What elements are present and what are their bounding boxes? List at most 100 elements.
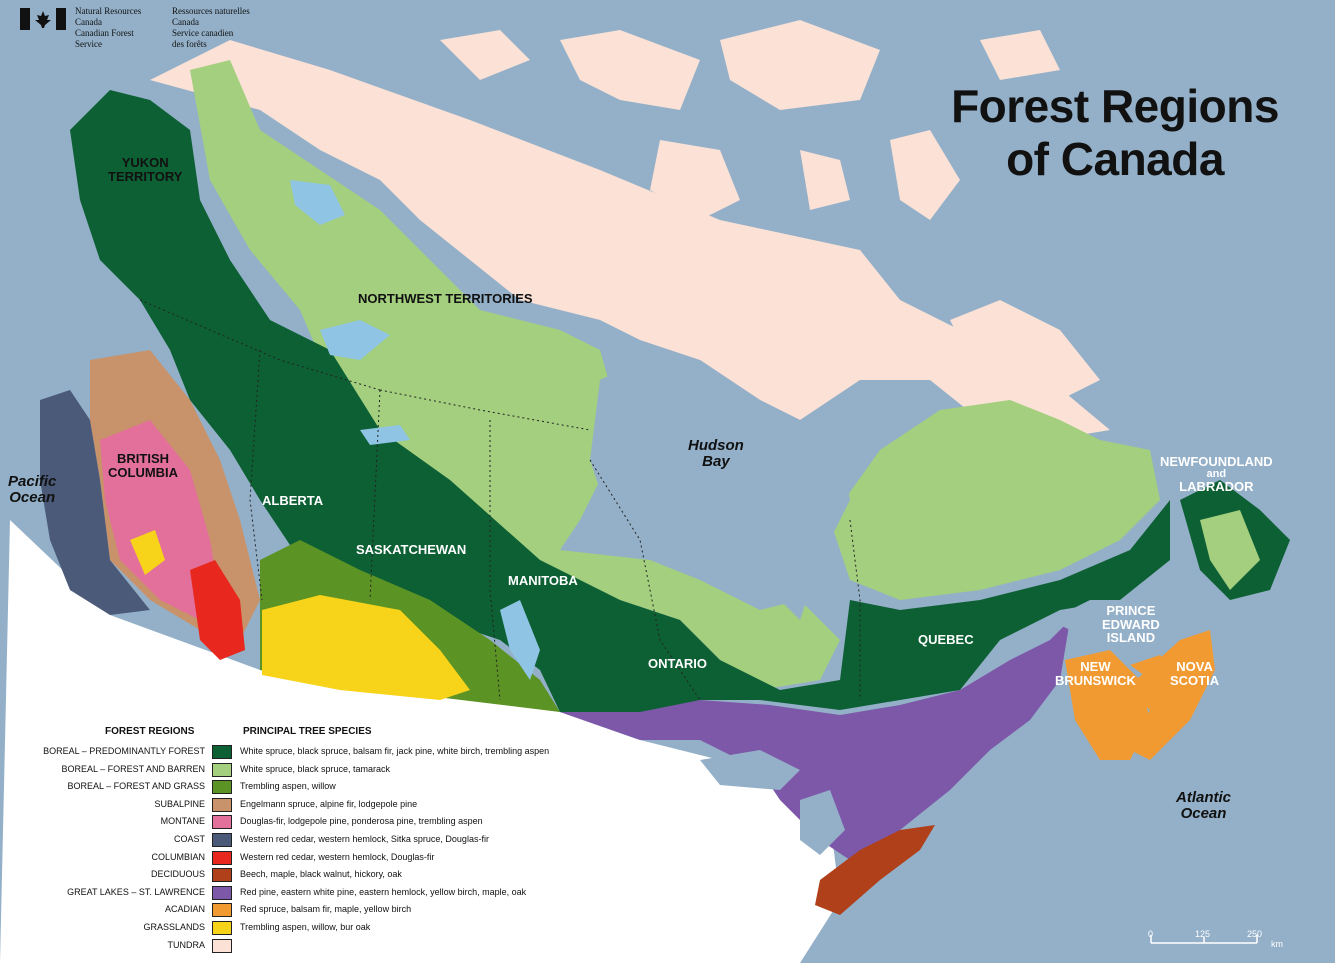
lake-huron: [800, 790, 845, 855]
label-line: NEW: [1080, 659, 1111, 674]
label-hudson-bay: Hudson Bay: [688, 438, 744, 470]
legend-swatch: [212, 762, 232, 777]
scale-bar-graphic: [1150, 935, 1258, 944]
legend-swatch: [212, 885, 232, 900]
map-title: Forest Regions of Canada: [930, 80, 1300, 186]
label-line: COLUMBIA: [108, 464, 179, 480]
legend-species: Trembling aspen, willow, bur oak: [240, 922, 371, 932]
legend-species: Red pine, eastern white pine, eastern he…: [240, 886, 527, 897]
label-line: Ocean: [9, 488, 56, 506]
label-line: Hudson: [688, 437, 744, 454]
legend-row: TUNDRA: [0, 938, 620, 955]
great-bear-lake: [290, 180, 345, 225]
arctic-island: [980, 30, 1060, 80]
agency-en-line: Canadian Forest: [75, 28, 134, 38]
legend-row: ACADIAN Red spruce, balsam fir, maple, ye…: [0, 902, 620, 919]
agency-en-line: Natural Resources: [75, 6, 142, 16]
label-line: NOVA: [1176, 659, 1213, 674]
legend-region-name: MONTANE: [160, 816, 205, 827]
map-legend: FOREST REGIONS PRINCIPAL TREE SPECIES BO…: [0, 722, 620, 962]
label-quebec: QUEBEC: [918, 632, 974, 647]
legend-species: Douglas-fir, lodgepole pine, ponderosa p…: [240, 816, 483, 827]
label-line: Pacific: [8, 473, 57, 490]
label-line: BRUNSWICK: [1055, 672, 1136, 688]
columbian-region: [190, 560, 245, 660]
legend-swatch: [212, 745, 232, 759]
legend-swatch: [212, 903, 232, 918]
label-bc: BRITISH COLUMBIA: [108, 452, 178, 479]
legend-regions-header: FOREST REGIONS: [105, 726, 195, 737]
label-nova-scotia: NOVA SCOTIA: [1170, 660, 1219, 687]
boreal-barren-region: [830, 400, 1160, 600]
arctic-island: [720, 20, 880, 110]
agency-fr-line: Canada: [172, 17, 199, 27]
legend-swatch: [212, 833, 232, 847]
arctic-island: [890, 130, 960, 220]
label-atlantic-ocean: Atlantic Ocean: [1176, 790, 1231, 822]
lake-superior: [700, 750, 800, 790]
legend-swatch: [212, 921, 232, 935]
label-saskatchewan: SASKATCHEWAN: [356, 542, 467, 557]
legend-region-name: BOREAL – PREDOMINANTLY FOREST: [43, 746, 205, 756]
agency-en-line: Canada: [75, 17, 102, 27]
legend-region-name: GREAT LAKES – ST. LAWRENCE: [67, 886, 205, 897]
legend-species: White spruce, black spruce, tamarack: [240, 763, 391, 774]
label-line: EDWARD: [1102, 616, 1160, 632]
legend-region-name: COAST: [173, 834, 205, 844]
legend-region-name: TUNDRA: [167, 939, 206, 950]
label-line: and: [1206, 467, 1227, 480]
legend-swatch: [212, 797, 232, 812]
scale-tick-label: 0: [1148, 929, 1154, 939]
label-pacific-ocean: Pacific Ocean: [8, 474, 56, 506]
canada-flag-icon: [20, 8, 66, 30]
title-line-1: Forest Regions: [951, 80, 1279, 132]
legend-row: BOREAL – PREDOMINANTLY FOREST White spruc…: [0, 744, 620, 761]
legend-region-name: ACADIAN: [164, 904, 205, 915]
nova-scotia: [1125, 630, 1215, 760]
label-line: Ocean: [1180, 804, 1227, 822]
agency-name-en: Natural Resources Canada Canadian Forest…: [75, 6, 170, 50]
scale-bar: 0 125 250 km: [1145, 925, 1295, 955]
legend-region-name: BOREAL – FOREST AND BARREN: [61, 763, 205, 774]
label-nwt: NORTHWEST TERRITORIES: [358, 291, 533, 306]
legend-swatch: [212, 780, 232, 795]
agency-en-line: Service: [75, 39, 102, 49]
pei-island: [1130, 655, 1175, 676]
label-line: BRITISH: [117, 451, 170, 466]
legend-species: Red spruce, balsam fir, maple, yellow bi…: [240, 904, 412, 915]
arctic-island: [440, 30, 530, 80]
great-slave-lake: [320, 320, 390, 360]
legend-region-name: COLUMBIAN: [151, 851, 205, 862]
label-manitoba: MANITOBA: [508, 573, 578, 588]
arctic-island: [560, 30, 700, 110]
title-line-2: of Canada: [1006, 132, 1224, 185]
label-line: YUKON: [121, 155, 169, 170]
coast-region: [40, 390, 150, 615]
scale-tick-label: 250: [1247, 929, 1263, 939]
label-newfoundland: NEWFOUNDLAND and LABRADOR: [1160, 455, 1273, 494]
scale-tick-label: 125: [1195, 929, 1211, 939]
label-pei: PRINCE EDWARD ISLAND: [1102, 604, 1160, 645]
legend-region-name: BOREAL – FOREST AND GRASS: [67, 781, 205, 792]
agency-fr-line: des forêts: [172, 39, 207, 49]
legend-species: Western red cedar, western hemlock, Sitk…: [240, 834, 489, 844]
agency-fr-line: Service canadien: [172, 28, 234, 38]
hudson-bay: [590, 360, 850, 620]
tundra-region: [150, 40, 1110, 440]
label-alberta: ALBERTA: [262, 493, 324, 508]
usa-area: [0, 520, 840, 963]
gulf-st-lawrence: [1050, 600, 1170, 650]
boreal-barren-region: [190, 60, 840, 690]
legend-species: White spruce, black spruce, balsam fir, …: [240, 746, 550, 756]
label-line: ISLAND: [1106, 630, 1156, 646]
legend-row: COAST Western red cedar, western hemlock,…: [0, 832, 620, 849]
agency-name-fr: Ressources naturelles Canada Service can…: [172, 6, 282, 50]
lake-winnipeg: [500, 600, 540, 680]
legend-row: MONTANE Douglas-fir, lodgepole pine, pond…: [0, 814, 620, 831]
legend-region-name: SUBALPINE: [154, 798, 205, 809]
legend-row: GREAT LAKES – ST. LAWRENCE Red pine, east…: [0, 885, 620, 902]
newfoundland-interior: [1200, 510, 1260, 590]
label-line: Bay: [702, 452, 730, 470]
